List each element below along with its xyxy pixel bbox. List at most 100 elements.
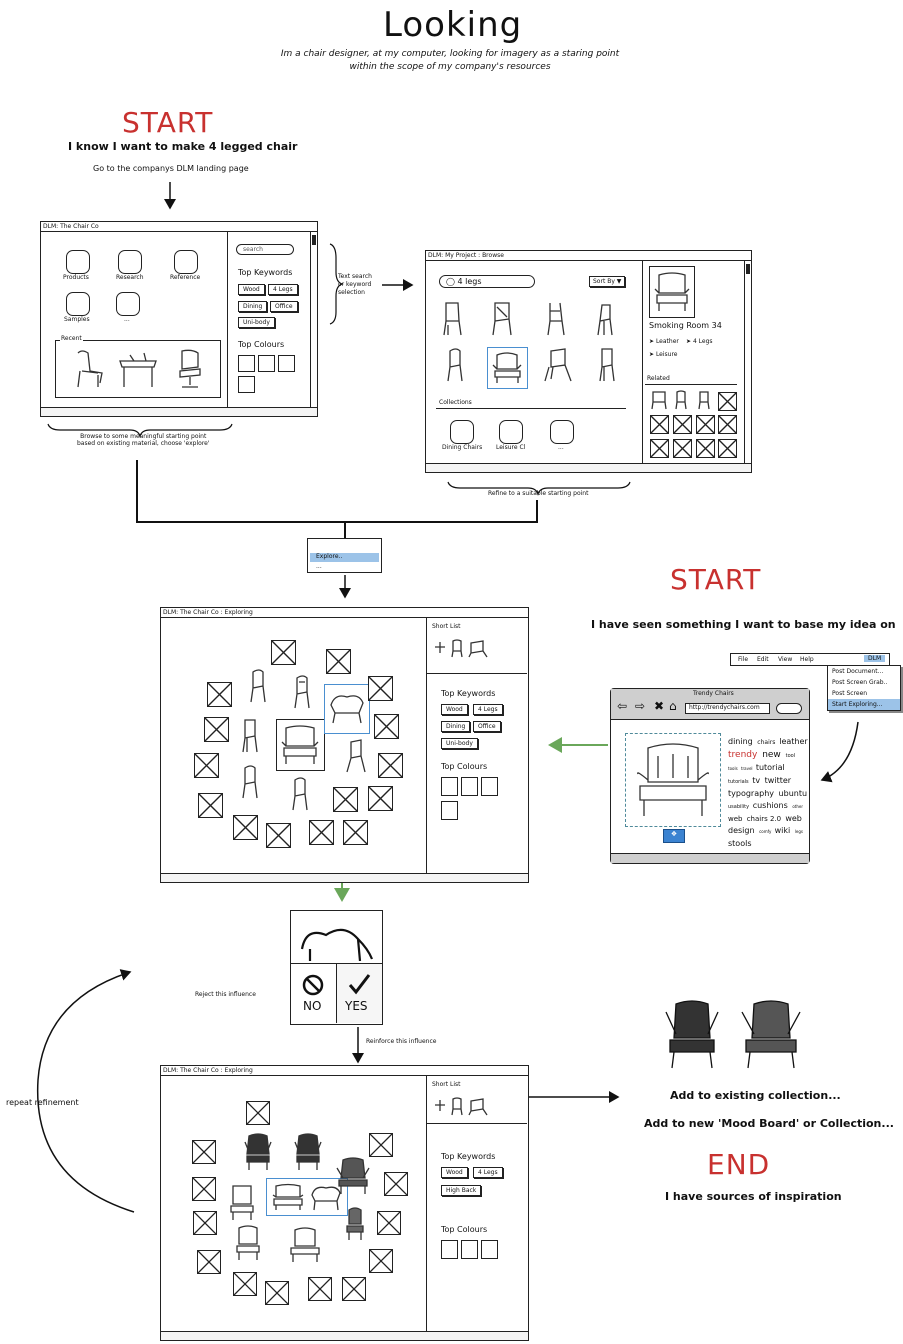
landing-search-input[interactable]: search	[236, 244, 294, 255]
menu-dlm[interactable]: DLM	[864, 655, 886, 662]
detail-tag-leather[interactable]: ➤ Leather	[649, 338, 679, 345]
influence-placeholder[interactable]	[271, 640, 296, 665]
stop-icon[interactable]: ✖	[654, 699, 665, 713]
explore1-keyword-uni-body[interactable]: Uni-body	[441, 738, 478, 749]
keyword-uni-body[interactable]: Uni-body	[238, 317, 275, 328]
more-folder-icon[interactable]	[116, 292, 140, 316]
related-chair-1[interactable]	[650, 390, 668, 410]
more-collection-icon[interactable]	[550, 420, 574, 444]
influence-placeholder[interactable]	[369, 1249, 393, 1273]
colour-swatch[interactable]	[441, 777, 458, 796]
colour-swatch[interactable]	[481, 1240, 498, 1259]
keyword-office[interactable]: Office	[270, 301, 298, 312]
keyword-4-legs[interactable]: 4 Legs	[268, 284, 298, 295]
tag-cloud-item[interactable]: tv	[752, 776, 763, 785]
influence-placeholder[interactable]	[377, 1211, 401, 1235]
trendy-armchair-image-frame[interactable]	[625, 733, 721, 827]
influence-placeholder[interactable]	[207, 682, 232, 707]
menu-file[interactable]: File	[738, 656, 749, 663]
influence-placeholder[interactable]	[193, 1211, 217, 1235]
short-list-items[interactable]	[433, 637, 493, 659]
detail-tag-leisure[interactable]: ➤ Leisure	[649, 351, 678, 358]
tag-cloud-item[interactable]: wiki	[774, 826, 793, 835]
wingback-chair[interactable]	[293, 1132, 323, 1172]
result-chair-4[interactable]	[594, 301, 616, 337]
colour-swatch[interactable]	[441, 1240, 458, 1259]
influence-placeholder[interactable]	[194, 753, 219, 778]
influence-placeholder[interactable]	[368, 676, 393, 701]
selected-combination[interactable]	[266, 1178, 348, 1216]
result-chair-2[interactable]	[491, 301, 513, 337]
explore1-keyword-office[interactable]: Office	[473, 721, 501, 732]
related-placeholder[interactable]	[673, 439, 692, 458]
menu-post-screen-grab[interactable]: Post Screen Grab..	[832, 679, 888, 686]
browse-search-input[interactable]: ◯ 4 legs	[439, 275, 535, 288]
back-arrow-icon[interactable]: ⇦	[617, 699, 628, 713]
explore1-keyword-dining[interactable]: Dining	[441, 721, 471, 732]
colour-swatch[interactable]	[258, 355, 275, 372]
influence-placeholder[interactable]	[204, 717, 229, 742]
tag-cloud-item[interactable]: cushions	[752, 801, 791, 810]
dlm-capture-icon[interactable]: ❖	[663, 829, 685, 843]
influence-placeholder[interactable]	[326, 649, 351, 674]
menu-start-exploring[interactable]: Start Exploring...	[828, 699, 900, 710]
related-placeholder[interactable]	[718, 415, 737, 434]
influence-placeholder[interactable]	[333, 787, 358, 812]
accept-button[interactable]: YES	[337, 963, 382, 1023]
influence-chair[interactable]	[291, 674, 313, 710]
tag-cloud-item[interactable]: travel	[740, 766, 754, 771]
influence-placeholder[interactable]	[233, 815, 258, 840]
influence-chair[interactable]	[345, 738, 367, 774]
related-placeholder[interactable]	[650, 439, 669, 458]
short-list-items-2[interactable]	[433, 1095, 493, 1117]
influence-placeholder[interactable]	[197, 1250, 221, 1274]
recent-chair-image[interactable]	[68, 347, 108, 391]
tag-cloud-item[interactable]: tutorial	[755, 763, 785, 772]
research-folder-icon[interactable]	[118, 250, 142, 274]
tag-cloud-item[interactable]: tools	[728, 766, 739, 771]
influence-placeholder[interactable]	[233, 1272, 257, 1296]
colour-swatch[interactable]	[238, 376, 255, 393]
url-field[interactable]: http://trendychairs.com	[685, 703, 770, 714]
explore-menu-item[interactable]: Explore..	[310, 553, 379, 562]
wingback-chair[interactable]	[287, 1226, 323, 1264]
reject-button[interactable]: NO	[291, 963, 337, 1023]
tag-cloud-item[interactable]: chairs	[757, 739, 778, 746]
influence-placeholder[interactable]	[378, 753, 403, 778]
tag-cloud-item[interactable]: stools	[728, 839, 752, 848]
influence-chair[interactable]	[239, 718, 261, 754]
add-new-mood-board[interactable]: Add to new 'Mood Board' or Collection...	[644, 1117, 894, 1130]
dining-chairs-collection-icon[interactable]	[450, 420, 474, 444]
tag-cloud-item[interactable]: web	[728, 815, 745, 823]
tag-cloud-item[interactable]: typography	[728, 789, 777, 798]
tag-cloud-item[interactable]: other	[792, 804, 803, 809]
related-placeholder[interactable]	[696, 415, 715, 434]
related-placeholder[interactable]	[718, 392, 737, 411]
related-placeholder[interactable]	[696, 439, 715, 458]
influence-chair[interactable]	[289, 776, 311, 812]
result-chair-1[interactable]	[441, 301, 463, 337]
products-folder-icon[interactable]	[66, 250, 90, 274]
tag-cloud-item[interactable]: leather	[779, 737, 808, 746]
tag-cloud-item[interactable]: twitter	[764, 776, 792, 785]
related-chair-2[interactable]	[674, 390, 688, 410]
result-chair-5[interactable]	[444, 347, 466, 383]
explore2-keyword-high-back[interactable]: High Back	[441, 1185, 482, 1196]
colour-swatch[interactable]	[441, 801, 458, 820]
tag-cloud-item[interactable]: dining	[728, 737, 756, 746]
influence-placeholder[interactable]	[266, 823, 291, 848]
add-existing-collection[interactable]: Add to existing collection...	[670, 1089, 841, 1102]
influence-placeholder[interactable]	[192, 1140, 216, 1164]
influence-placeholder[interactable]	[246, 1101, 270, 1125]
related-placeholder[interactable]	[673, 415, 692, 434]
influence-placeholder[interactable]	[374, 714, 399, 739]
explore1-keyword-wood[interactable]: Wood	[441, 704, 468, 715]
colour-swatch[interactable]	[278, 355, 295, 372]
tag-cloud-item[interactable]: ubuntu	[778, 789, 808, 798]
tag-cloud-item[interactable]: usability	[728, 804, 751, 810]
influence-placeholder[interactable]	[198, 793, 223, 818]
influence-placeholder[interactable]	[192, 1177, 216, 1201]
landing-scrollbar[interactable]	[310, 231, 317, 408]
selected-result-chair[interactable]	[487, 347, 528, 389]
home-icon[interactable]: ⌂	[669, 699, 677, 713]
